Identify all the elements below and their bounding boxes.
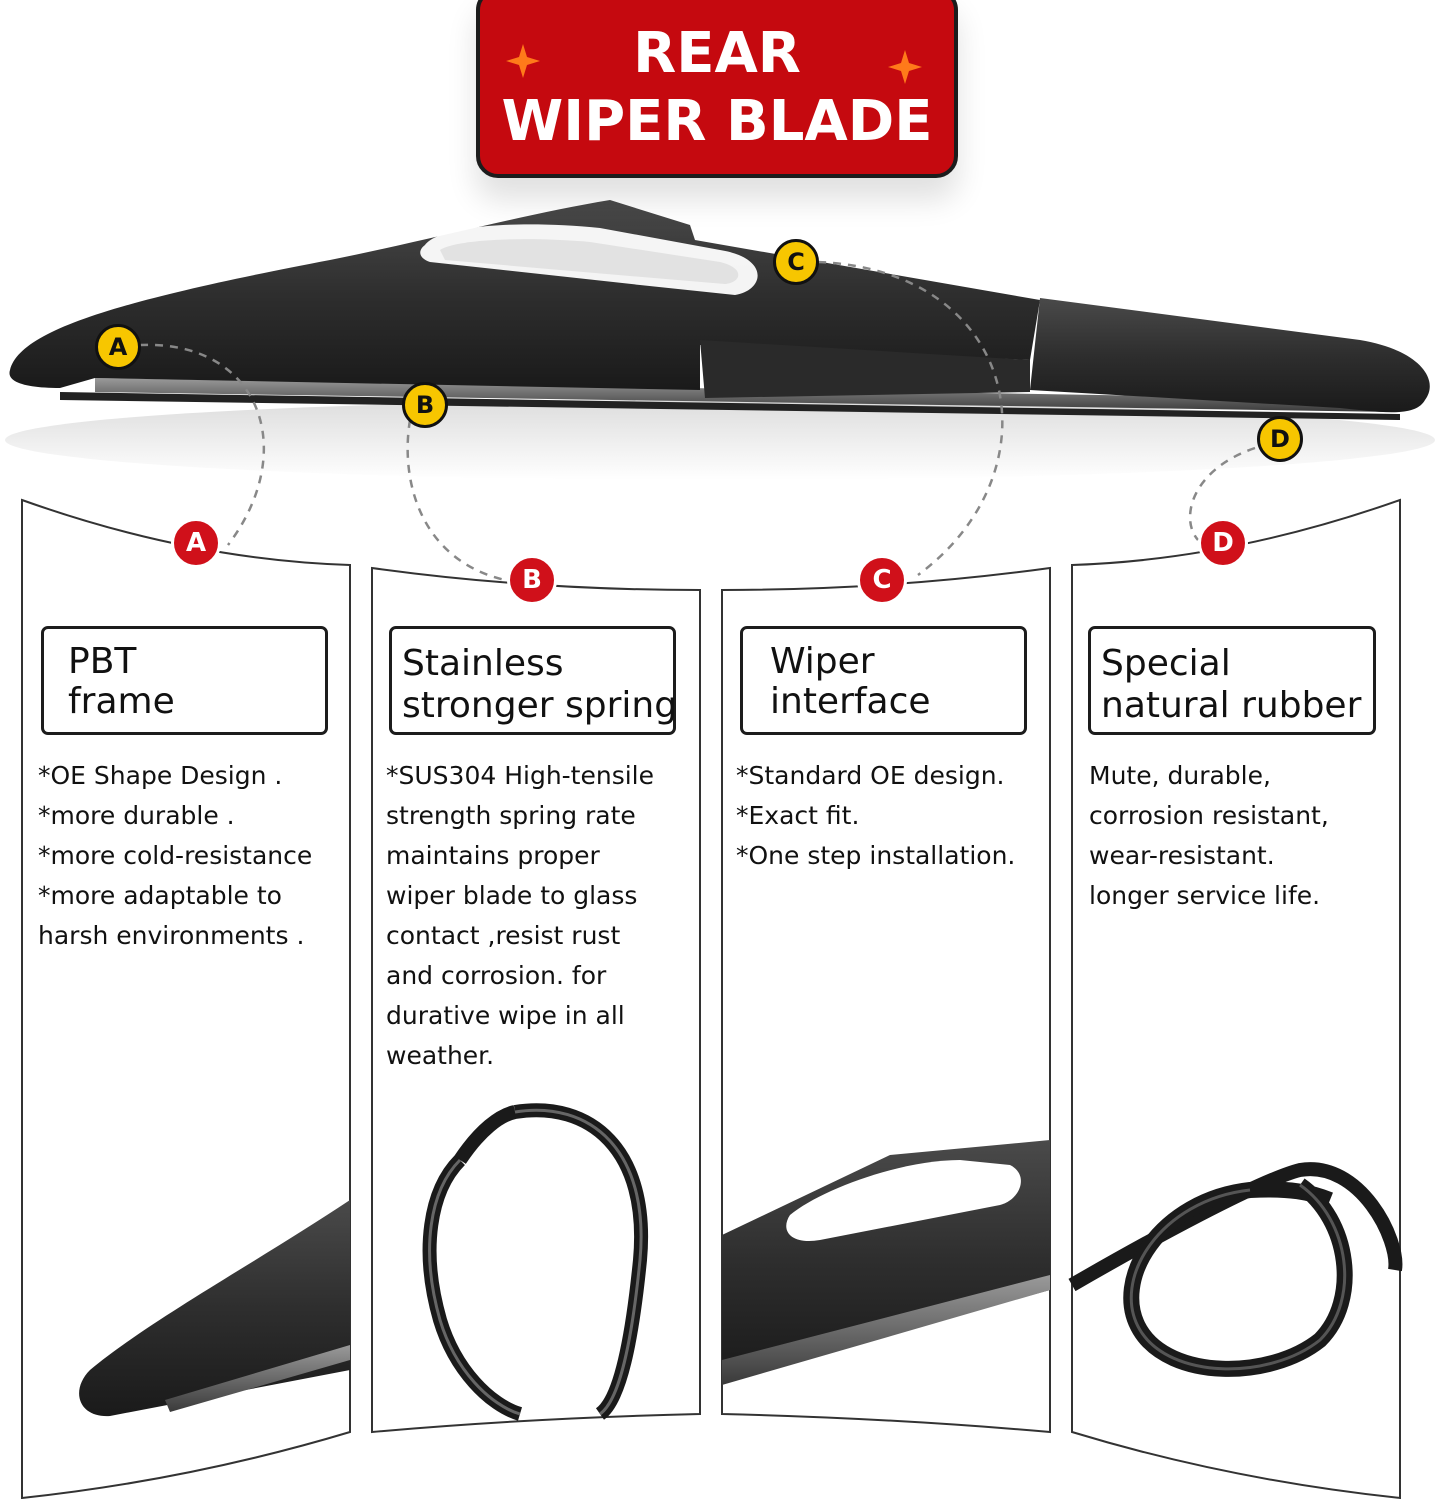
- blade-shadow: [5, 400, 1435, 480]
- sparkle-left-icon: [506, 44, 540, 78]
- panel-c-title-line2: interface: [770, 681, 931, 722]
- sparkle-right-icon: [888, 50, 922, 84]
- header-banner: REAR WIPER BLADE: [476, 0, 958, 178]
- rubber-loop-icon: [1068, 1162, 1403, 1377]
- panel-d-badge: D: [1198, 518, 1248, 568]
- header-title-line1: REAR: [633, 21, 801, 86]
- panel-d-title-line2: natural rubber: [1101, 685, 1362, 726]
- spring-loop-icon: [422, 1103, 649, 1421]
- panel-c-badge: C: [857, 555, 907, 605]
- panel-a-badge: A: [171, 518, 221, 568]
- blade-end-icon: [79, 1200, 351, 1417]
- panel-c-title-line1: Wiper: [770, 641, 875, 682]
- panel-a-title-line1: PBT: [68, 641, 137, 682]
- panel-b-title-line2: stronger spring: [402, 685, 678, 726]
- panel-b-badge: B: [507, 555, 557, 605]
- panel-b-frame: [371, 566, 701, 1434]
- panel-c-title: Wiper interface: [740, 626, 1027, 735]
- header-title-line2: WIPER BLADE: [501, 89, 933, 154]
- panel-d-description: Mute, durable, corrosion resistant, wear…: [1089, 761, 1329, 910]
- panel-a-description: *OE Shape Design . *more durable . *more…: [38, 761, 313, 950]
- callout-b-badge: B: [402, 382, 448, 428]
- panel-a-title: PBT frame: [41, 626, 328, 735]
- panel-d-title: Special natural rubber: [1088, 626, 1376, 735]
- panel-a-title-line2: frame: [68, 681, 175, 722]
- panel-a-frame: [21, 498, 351, 1499]
- callout-connectors: [139, 260, 1256, 582]
- panel-b-title-line1: Stainless: [402, 643, 564, 684]
- panel-c-description: *Standard OE design. *Exact fit. *One st…: [736, 761, 1016, 870]
- callout-c-badge: C: [773, 239, 819, 285]
- wiper-mount-icon: [722, 1140, 1050, 1385]
- wiper-blade: [9, 200, 1430, 420]
- panel-d-title-line1: Special: [1101, 643, 1231, 684]
- panel-b-description: *SUS304 High-tensile strength spring rat…: [386, 761, 655, 1070]
- callout-d-badge: D: [1257, 416, 1303, 462]
- panel-b-title: Stainless stronger spring: [389, 626, 678, 735]
- callout-a-badge: A: [95, 324, 141, 370]
